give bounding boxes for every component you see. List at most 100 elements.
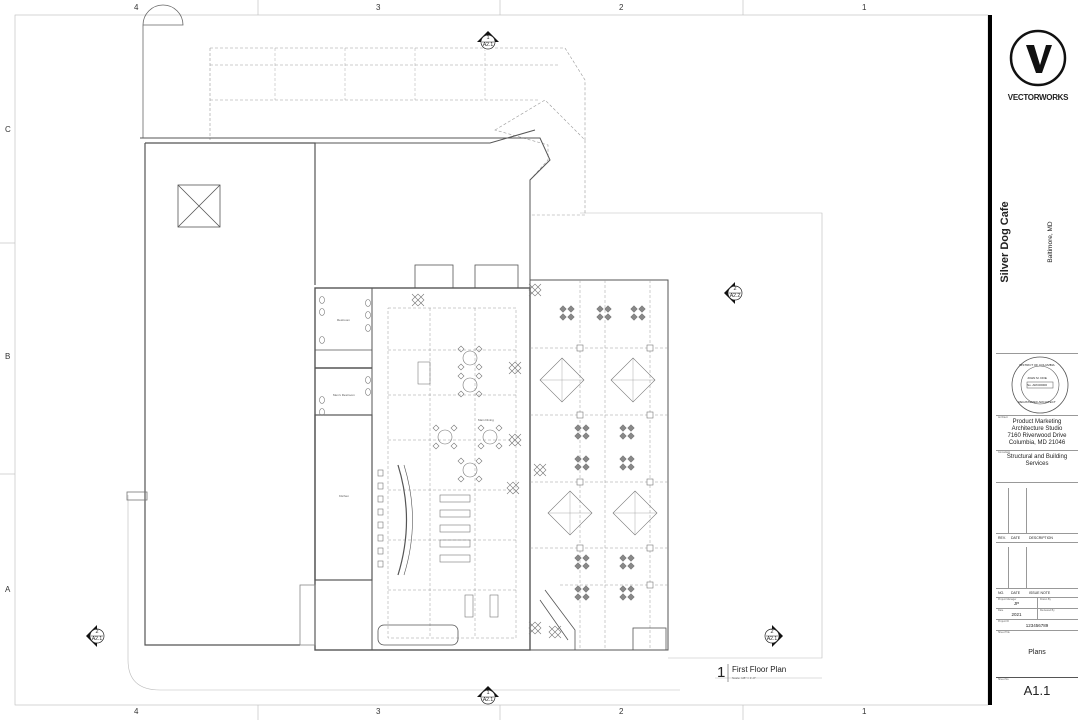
drawing-scale: Scale: 1/8" = 1'-0" xyxy=(732,676,756,680)
toilet xyxy=(319,296,325,304)
patio-chair xyxy=(627,432,635,440)
consultant-cell: Consultant Structural and Building Servi… xyxy=(996,450,1078,483)
patio-chair xyxy=(574,585,582,593)
column xyxy=(576,544,584,552)
patio-chair xyxy=(619,593,627,601)
dining-chair xyxy=(432,424,440,432)
vectorworks-logo xyxy=(1009,29,1067,87)
patio-chair xyxy=(619,562,627,570)
umbrella-ribs xyxy=(611,358,655,402)
grid-column-label: 4 xyxy=(134,3,139,12)
dining-chair xyxy=(432,442,440,450)
grid-column-label: 1 xyxy=(862,707,867,716)
umbrella-ribs xyxy=(540,358,584,402)
room-label: Kitchen xyxy=(339,494,350,498)
room-label: Men's Restroom xyxy=(333,393,355,397)
manager-row: Project Manager JP Drawn By xyxy=(996,597,1078,609)
sheet-number: A1.1 xyxy=(1023,683,1051,698)
patio-chair xyxy=(574,463,582,471)
patio-chair xyxy=(574,554,582,562)
patio-chair xyxy=(574,424,582,432)
drawing-number: 1 xyxy=(717,664,726,681)
booth-table xyxy=(464,594,474,618)
column xyxy=(646,544,654,552)
grid-column-label: 2 xyxy=(619,3,624,12)
room-label: Main Dining xyxy=(478,418,494,422)
architect-line: Architecture Studio xyxy=(1011,426,1063,432)
dining-chair xyxy=(477,424,485,432)
patio-chair xyxy=(604,313,612,321)
dining-chair xyxy=(457,372,465,380)
bar-stool xyxy=(377,521,384,529)
bar-stool xyxy=(377,482,384,490)
patio-chair xyxy=(574,432,582,440)
patio-chair xyxy=(627,593,635,601)
dining-chair xyxy=(457,345,465,353)
patio-chair xyxy=(604,305,612,313)
sheet-title: Plans xyxy=(1028,649,1046,656)
patio-chair xyxy=(567,313,575,321)
column xyxy=(646,344,654,352)
section-marker[interactable]: 1 A2.1 xyxy=(477,31,499,53)
column xyxy=(646,478,654,486)
patio-chair xyxy=(627,455,635,463)
section-marker[interactable]: 1 A2.1 xyxy=(477,686,499,708)
patio-chair xyxy=(582,562,590,570)
patio-chair xyxy=(559,313,567,321)
patio-chair xyxy=(596,313,604,321)
dining-chair xyxy=(495,424,503,432)
long-table xyxy=(439,539,471,548)
dining-chair xyxy=(457,475,465,483)
patio-chair xyxy=(574,593,582,601)
section-marker[interactable]: 2 A2.1 xyxy=(86,625,108,647)
furniture xyxy=(319,283,658,639)
seal-cell: DISTRICT OF COLUMBIA JOHN M. DOE No. ARC… xyxy=(996,353,1078,416)
long-table xyxy=(439,494,471,503)
dining-chair xyxy=(457,457,465,465)
dining-chair xyxy=(475,345,483,353)
dining-chair xyxy=(457,390,465,398)
section-marker[interactable]: 2 A2.1 xyxy=(761,625,783,647)
patio-chair xyxy=(627,463,635,471)
revision-table: REV. DATE DESCRIPTION xyxy=(996,482,1078,543)
dining-chair xyxy=(475,363,483,371)
bar-stool xyxy=(377,495,384,503)
bar-stool xyxy=(377,547,384,555)
plant xyxy=(528,283,542,297)
bar-stool xyxy=(377,508,384,516)
long-table xyxy=(439,524,471,533)
patio-chair xyxy=(630,305,638,313)
grid-column-label: 2 xyxy=(619,707,624,716)
patio-chair xyxy=(574,455,582,463)
patio-chair xyxy=(638,305,646,313)
dining-chair xyxy=(475,457,483,465)
patio-chair xyxy=(567,305,575,313)
toilet xyxy=(319,396,325,404)
booth-table xyxy=(489,594,499,618)
patio-chair xyxy=(596,305,604,313)
sheet-frame xyxy=(0,0,989,720)
umbrella-ribs xyxy=(613,491,657,535)
dining-table xyxy=(462,350,478,366)
architect-line: Product Marketing xyxy=(1012,419,1062,425)
plant xyxy=(411,293,425,307)
patio-chair xyxy=(619,424,627,432)
architect-line: 7160 Riverwood Drive xyxy=(1007,433,1067,439)
patio-chair xyxy=(619,432,627,440)
patio-chair xyxy=(627,554,635,562)
dining-table xyxy=(462,377,478,393)
project-location: Baltimore, MD xyxy=(1047,221,1054,263)
toilet xyxy=(365,388,371,396)
consultant: Structural and Building Services xyxy=(1006,454,1068,467)
patio-chair xyxy=(582,593,590,601)
grid-column-label: 4 xyxy=(134,707,139,716)
dining-chair xyxy=(477,442,485,450)
patio-chair xyxy=(619,554,627,562)
dining-table xyxy=(437,429,453,445)
bar-stool xyxy=(377,469,384,477)
umbrella-ribs xyxy=(548,491,592,535)
dining-chair xyxy=(475,372,483,380)
section-marker[interactable]: 2 A2.2 xyxy=(724,282,746,304)
dining-chair xyxy=(495,442,503,450)
grid-column-label: 3 xyxy=(376,707,381,716)
